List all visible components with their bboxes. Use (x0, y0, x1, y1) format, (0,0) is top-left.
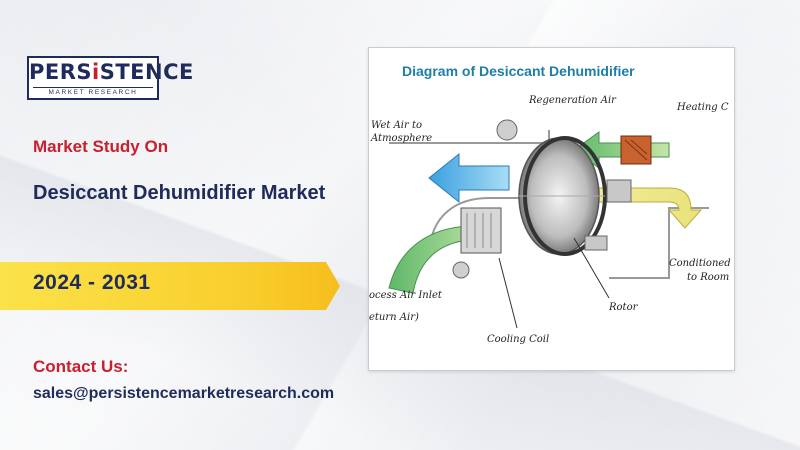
market-title: Desiccant Dehumidifier Market (33, 182, 326, 204)
logo-subtitle: MARKET RESEARCH (33, 87, 153, 96)
contact-label: Contact Us: (33, 357, 129, 376)
label-process-air-2: eturn Air) (369, 312, 419, 323)
logo-text-suffix: STENCE (99, 60, 194, 84)
logo-text-prefix: PERS (29, 60, 93, 84)
label-conditioned-2: to Room (687, 272, 729, 283)
label-wet-air-1: Wet Air to (371, 120, 422, 131)
label-conditioned-1: Conditioned (669, 258, 731, 269)
year-banner (0, 262, 340, 310)
brand-logo[interactable]: PERSiSTENCE MARKET RESEARCH (27, 56, 193, 100)
label-regeneration: Regeneration Air (528, 95, 617, 106)
cooling-coil (460, 207, 502, 254)
diagram-title: Diagram of Desiccant Dehumidifier (402, 63, 635, 79)
year-range: 2024 - 2031 (33, 271, 151, 294)
wet-air-arrow (428, 152, 510, 204)
study-label: Market Study On (33, 137, 169, 156)
logo-text-i: i (92, 60, 100, 84)
contact-email-link[interactable]: sales@persistencemarketresearch.com (33, 385, 335, 402)
label-process-air-1: ocess Air Inlet (369, 290, 443, 301)
logo-wordmark: PERSiSTENCE (29, 60, 193, 84)
dehumidifier-diagram: Diagram of Desiccant Dehumidifier (368, 47, 735, 371)
diagram-illustration: Diagram of Desiccant Dehumidifier (369, 63, 731, 345)
label-heating: Heating C (676, 102, 729, 113)
label-cooling-coil: Cooling Coil (487, 334, 549, 345)
label-rotor: Rotor (608, 302, 639, 313)
label-wet-air-2: Atmosphere (370, 133, 432, 144)
